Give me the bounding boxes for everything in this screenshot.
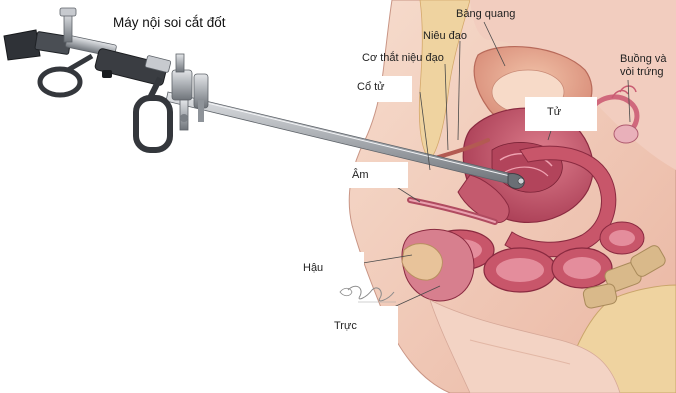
handle-ring bbox=[136, 98, 170, 150]
label-ovary-tube-line2: vòi trứng bbox=[620, 66, 663, 79]
label-box-vagina bbox=[340, 162, 408, 188]
label-vagina: Âm bbox=[352, 169, 369, 182]
label-anus: Hậu bbox=[303, 262, 323, 275]
label-urethral-sphincter: Cơ thắt niệu đạo bbox=[362, 52, 444, 65]
ovary bbox=[614, 125, 638, 143]
thumb-ring bbox=[40, 69, 80, 95]
label-ovary-tube-line1: Buồng và bbox=[620, 53, 666, 66]
eyepiece bbox=[4, 30, 40, 60]
label-rectum: Trực bbox=[334, 320, 357, 333]
label-uterus: Tử bbox=[547, 106, 561, 119]
label-bladder: Bàng quang bbox=[456, 8, 515, 21]
label-cervix: Cổ tử bbox=[357, 81, 385, 94]
label-instrument: Máy nội soi cắt đốt bbox=[113, 15, 226, 31]
label-urethra: Niêu đao bbox=[423, 30, 467, 43]
